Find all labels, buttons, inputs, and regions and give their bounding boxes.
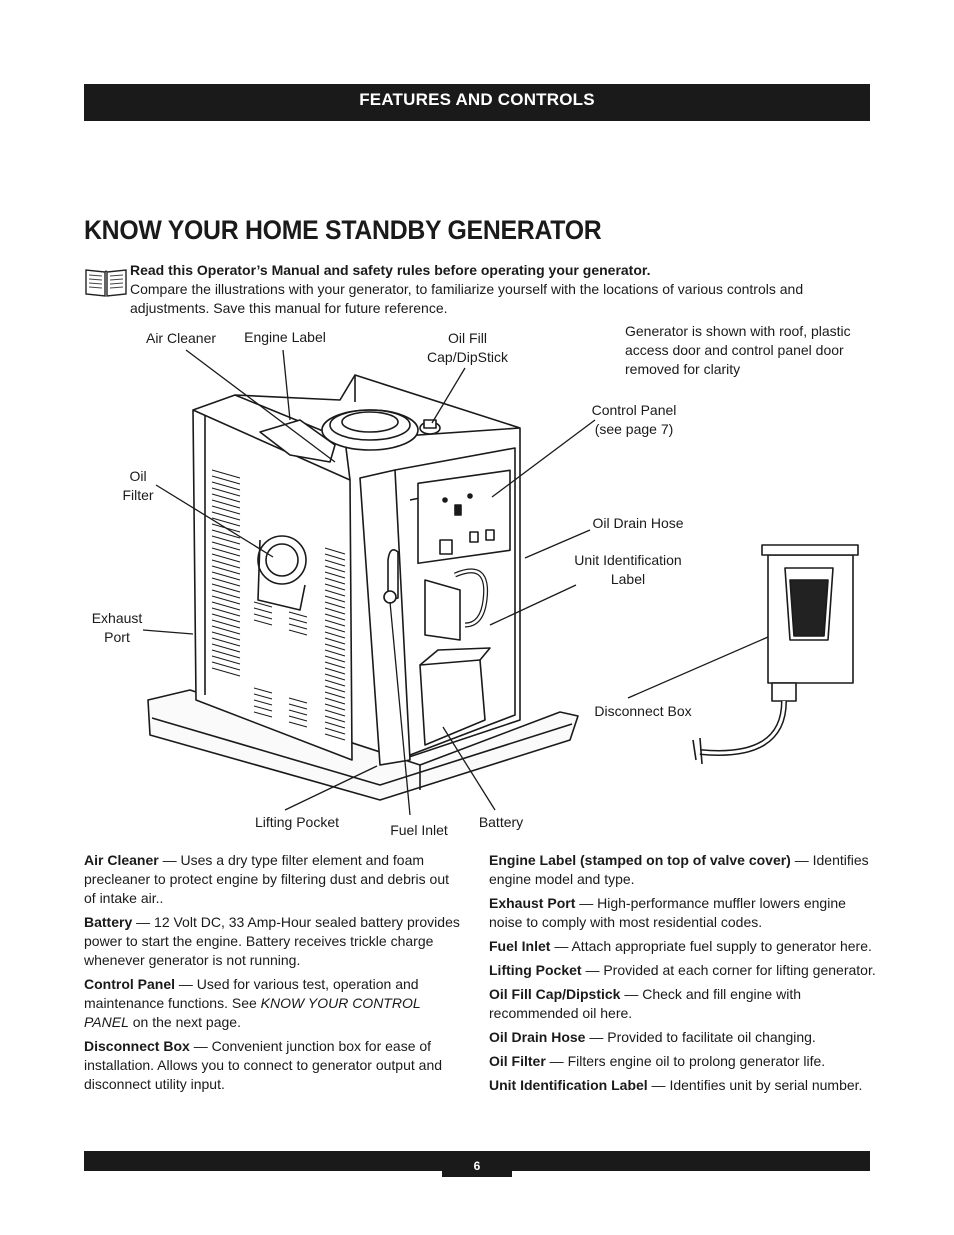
figure-note: Generator is shown with roof, plastic ac… xyxy=(625,323,851,377)
callout-air-cleaner: Air Cleaner xyxy=(145,330,217,346)
desc-engine-label: Engine Label (stamped on top of valve co… xyxy=(489,852,869,887)
callout-unit-id-label: Unit Identification Label xyxy=(574,552,682,587)
leader-oil-drain xyxy=(524,529,591,559)
leader-fuel-inlet xyxy=(389,601,411,816)
callout-fuel-inlet: Fuel Inlet xyxy=(390,822,448,838)
callout-battery: Battery xyxy=(478,814,524,830)
section-header-bar: FEATURES AND CONTROLS xyxy=(84,84,870,121)
leader-engine-label xyxy=(282,349,291,421)
callout-engine-label: Engine Label xyxy=(244,329,326,345)
page-title: KNOW YOUR HOME STANDBY GENERATOR xyxy=(84,215,602,245)
callout-exhaust-port: Exhaust Port xyxy=(91,610,143,645)
leader-control-panel xyxy=(491,419,596,498)
descriptions-left-column: Air Cleaner — Uses a dry type filter ele… xyxy=(84,851,464,1099)
desc-air-cleaner: Air Cleaner — Uses a dry type filter ele… xyxy=(84,852,450,906)
desc-lifting-pocket: Lifting Pocket — Provided at each corner… xyxy=(489,962,876,978)
disconnect-box-drawing xyxy=(692,544,859,765)
control-panel-plate xyxy=(417,469,511,565)
control-panel-reference: KNOW YOUR CONTROL PANEL xyxy=(84,995,421,1030)
valve-cover xyxy=(259,419,336,463)
section-title: FEATURES AND CONTROLS xyxy=(359,90,595,109)
desc-battery: Battery — 12 Volt DC, 33 Amp-Hour sealed… xyxy=(84,914,460,968)
desc-oil-fill: Oil Fill Cap/Dipstick — Check and fill e… xyxy=(489,986,802,1021)
leader-air-cleaner xyxy=(185,349,336,463)
callout-disconnect-box: Disconnect Box xyxy=(594,703,692,719)
desc-fuel-inlet: Fuel Inlet — Attach appropriate fuel sup… xyxy=(489,938,872,954)
callout-oil-drain-hose: Oil Drain Hose xyxy=(592,515,684,531)
callout-lifting-pocket: Lifting Pocket xyxy=(254,814,340,830)
oil-filter-drawing xyxy=(257,535,307,585)
intro-body: Compare the illustrations with your gene… xyxy=(130,281,804,316)
intro-text: Read this Operator’s Manual and safety r… xyxy=(130,261,860,318)
descriptions-right-column: Engine Label (stamped on top of valve co… xyxy=(489,851,879,1100)
leader-exhaust xyxy=(142,629,194,635)
callout-oil-fill: Oil Fill Cap/DipStick xyxy=(427,330,508,365)
front-corner-post xyxy=(359,469,411,766)
leader-lifting-pocket xyxy=(284,765,378,811)
callout-control-panel: Control Panel (see page 7) xyxy=(591,402,677,437)
leader-oil-filter xyxy=(155,484,274,558)
generator-illustration xyxy=(142,349,859,816)
leader-oil-fill xyxy=(431,367,466,424)
desc-oil-filter: Oil Filter — Filters engine oil to prolo… xyxy=(489,1053,826,1069)
open-book-icon xyxy=(85,269,127,297)
desc-exhaust-port: Exhaust Port — High-performance muffler … xyxy=(489,895,846,930)
leader-disconnect xyxy=(627,636,769,699)
fuel-inlet-pipe xyxy=(387,549,399,601)
intro-bold-line: Read this Operator’s Manual and safety r… xyxy=(130,262,651,278)
desc-oil-drain-hose: Oil Drain Hose — Provided to facilitate … xyxy=(489,1029,816,1045)
battery-drawing xyxy=(419,659,486,746)
callout-oil-filter: Oil Filter xyxy=(122,468,154,503)
leader-unit-id xyxy=(489,584,577,626)
leader-battery xyxy=(442,726,496,811)
page-number: 6 xyxy=(442,1151,512,1177)
desc-control-panel: Control Panel — Used for various test, o… xyxy=(84,976,421,1030)
desc-disconnect-box: Disconnect Box — Convenient junction box… xyxy=(84,1038,443,1092)
desc-unit-id-label: Unit Identification Label — Identifies u… xyxy=(489,1077,863,1093)
